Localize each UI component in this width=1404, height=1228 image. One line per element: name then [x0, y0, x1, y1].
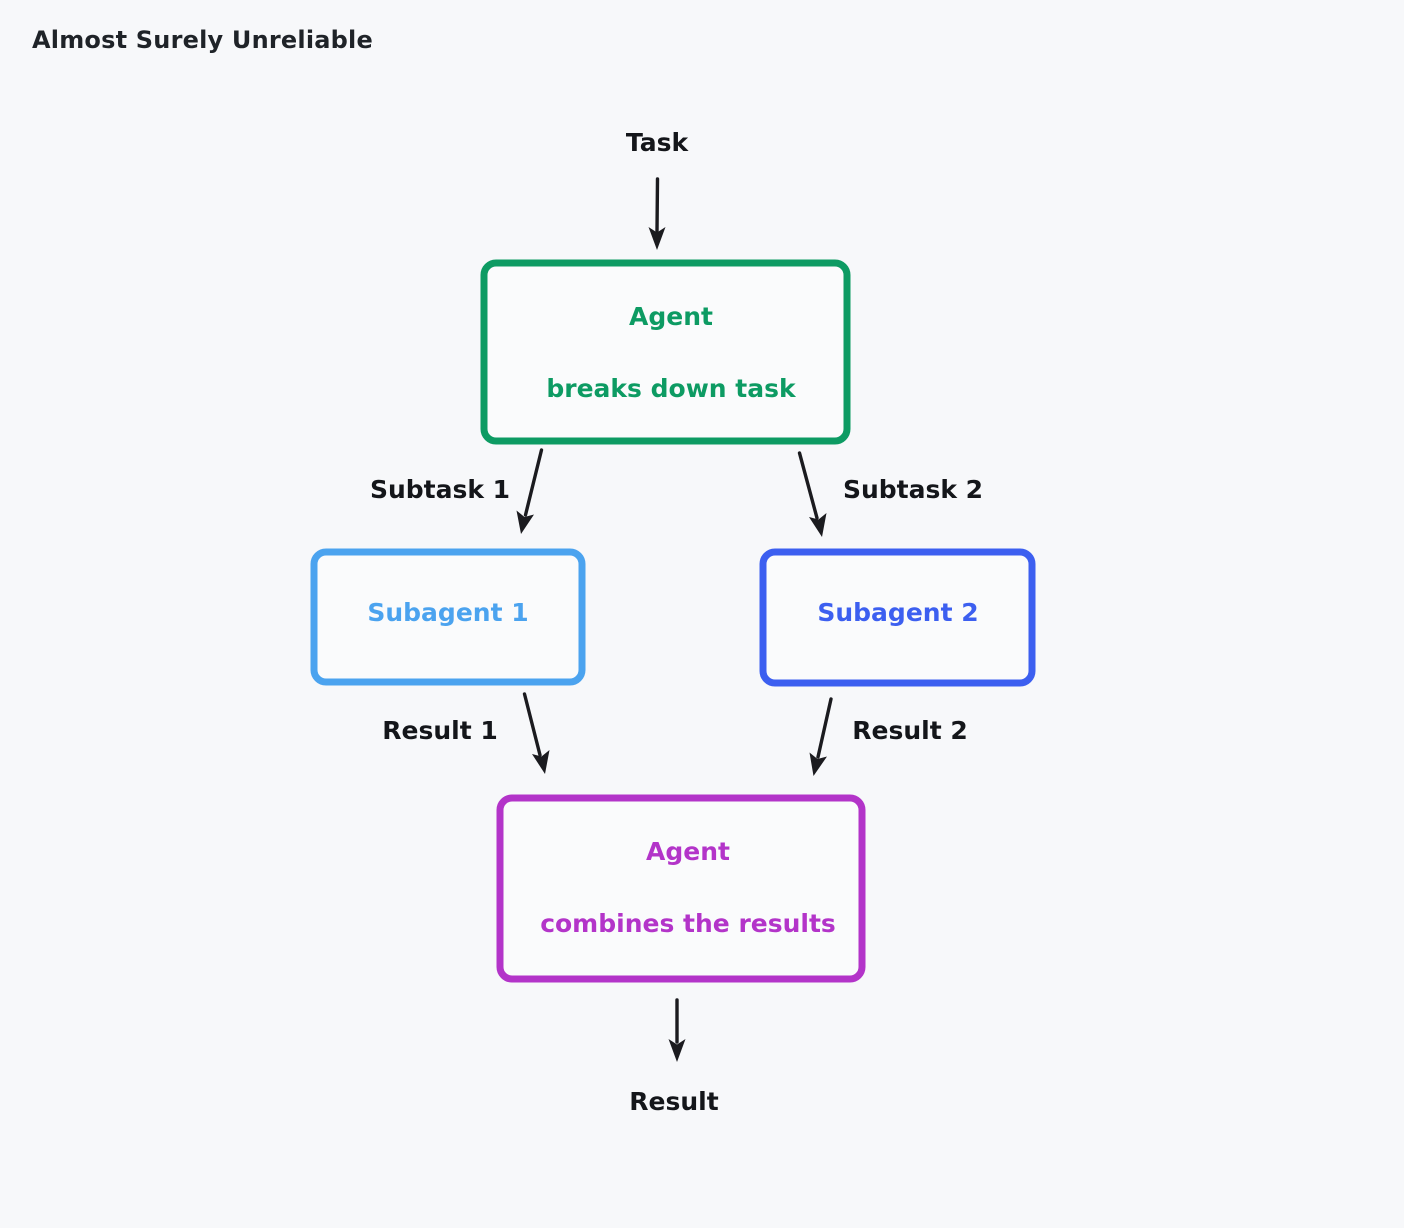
edge-orchestrator-to-subagent-1: Subtask 1 — [370, 448, 544, 534]
node-orchestrator-line1: Agent — [629, 302, 713, 331]
edge-label-subtask-1: Subtask 1 — [370, 475, 510, 504]
node-subagent-2-label: Subagent 2 — [817, 598, 978, 627]
node-subagent-2[interactable]: Subagent 2 — [759, 548, 1036, 687]
terminal-label-task: Task — [626, 128, 690, 157]
node-combiner-line2: combines the results — [540, 909, 836, 938]
terminal-label-result: Result — [629, 1087, 718, 1116]
edge-label-result-1: Result 1 — [382, 716, 498, 745]
node-combiner-line1: Agent — [646, 837, 730, 866]
node-combiner-box[interactable] — [496, 794, 866, 983]
node-subagent-1-box[interactable] — [310, 548, 586, 686]
edge-label-subtask-2: Subtask 2 — [843, 475, 983, 504]
page-title: Almost Surely Unreliable — [32, 26, 373, 54]
node-combiner[interactable]: Agent combines the results — [496, 794, 866, 983]
edge-task-to-orchestrator — [648, 177, 666, 250]
node-subagent-1[interactable]: Subagent 1 — [310, 548, 586, 686]
node-subagent-1-label: Subagent 1 — [367, 598, 528, 627]
edge-label-result-2: Result 2 — [852, 716, 968, 745]
edge-subagent-2-to-combiner: Result 2 — [809, 697, 968, 776]
edge-subagent-1-to-combiner: Result 1 — [382, 692, 550, 774]
edge-combiner-to-result — [668, 998, 686, 1062]
node-subagent-2-box[interactable] — [759, 548, 1036, 687]
node-orchestrator-box[interactable] — [480, 259, 851, 445]
edge-orchestrator-to-subagent-2: Subtask 2 — [797, 451, 983, 537]
node-orchestrator[interactable]: Agent breaks down task — [480, 259, 851, 445]
node-orchestrator-line2: breaks down task — [546, 374, 797, 403]
